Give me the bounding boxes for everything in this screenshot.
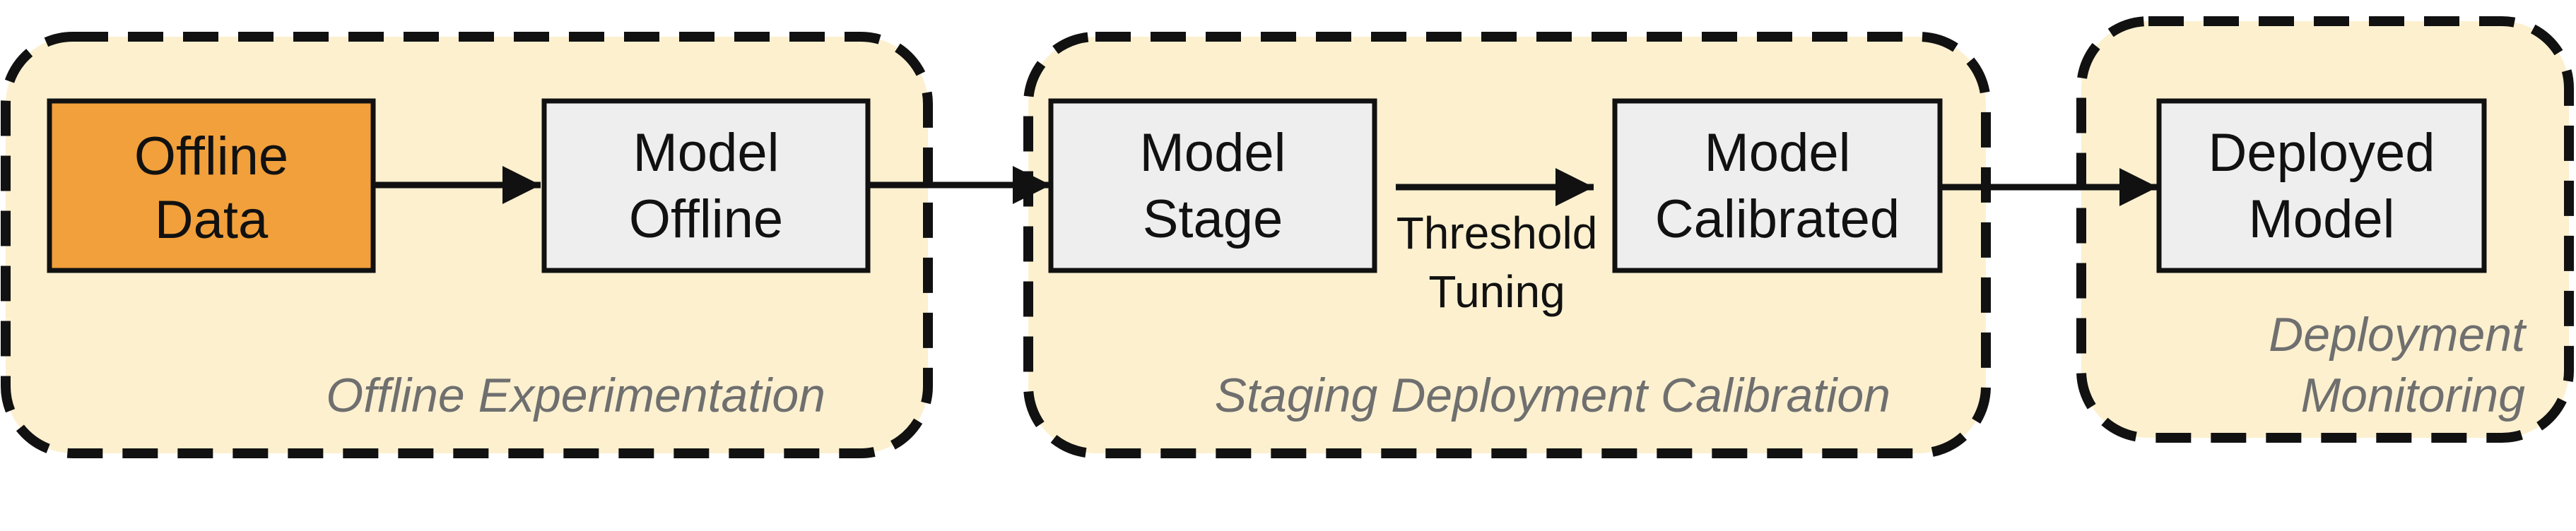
- edge-label-line2: Tuning: [1428, 266, 1565, 317]
- stage-staging-label: Staging Deployment Calibration: [1215, 369, 1890, 422]
- node-deployed-model: Deployed Model: [2156, 98, 2487, 273]
- stage-monitoring-label-line2: Monitoring: [2301, 369, 2526, 422]
- arrows: [373, 166, 2158, 206]
- edge-label-threshold-tuning: Threshold Tuning: [1396, 208, 1598, 317]
- node-model-stage-line1: Model: [1140, 123, 1286, 183]
- stage-monitoring-label-line1: Deployment: [2269, 308, 2527, 362]
- node-offline-data-line1: Offline: [134, 126, 288, 186]
- node-deployed-model-line2: Model: [2249, 189, 2395, 249]
- node-model-offline: Model Offline: [541, 98, 871, 273]
- node-deployed-model-line1: Deployed: [2208, 123, 2435, 183]
- node-model-offline-line1: Model: [633, 123, 780, 183]
- node-offline-data-line2: Data: [155, 190, 269, 250]
- node-model-stage: Model Stage: [1048, 98, 1377, 273]
- stage-offline-label: Offline Experimentation: [326, 369, 825, 422]
- node-model-offline-line2: Offline: [629, 189, 783, 249]
- node-model-stage-line2: Stage: [1143, 189, 1283, 249]
- node-model-calibrated-line2: Calibrated: [1655, 189, 1900, 249]
- node-model-calibrated-line1: Model: [1705, 123, 1851, 183]
- node-model-calibrated: Model Calibrated: [1612, 98, 1943, 273]
- node-offline-data: Offline Data: [47, 98, 376, 273]
- edge-label-line1: Threshold: [1396, 208, 1598, 258]
